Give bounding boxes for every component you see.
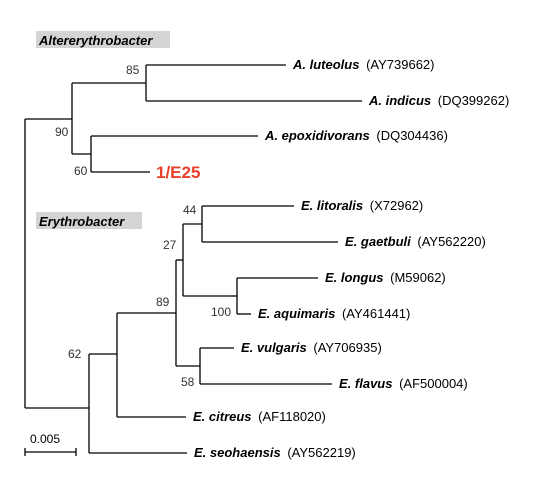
taxon-e-citreus: E. citreus (AF118020) bbox=[193, 409, 326, 424]
bootstrap-58: 58 bbox=[181, 375, 195, 389]
taxon-e-aquimaris: E. aquimaris (AY461441) bbox=[258, 306, 410, 321]
taxon-a-epoxidivorans: A. epoxidivorans (DQ304436) bbox=[264, 128, 448, 143]
taxon-1e25-highlight: 1/E25 bbox=[156, 163, 200, 182]
bootstrap-90: 90 bbox=[55, 125, 69, 139]
scale-bar-label: 0.005 bbox=[30, 432, 60, 446]
bootstrap-62: 62 bbox=[68, 347, 82, 361]
taxon-e-vulgaris: E. vulgaris (AY706935) bbox=[241, 340, 382, 355]
taxon-e-longus: E. longus (M59062) bbox=[325, 270, 446, 285]
erythrobacter-label-bg bbox=[36, 212, 142, 229]
taxon-e-gaetbuli: E. gaetbuli (AY562220) bbox=[345, 234, 486, 249]
bootstrap-60: 60 bbox=[74, 164, 88, 178]
bootstrap-89: 89 bbox=[156, 295, 170, 309]
scale-bar: 0.005 bbox=[24, 432, 77, 456]
altererythrobacter-label: Altererythrobacter bbox=[38, 33, 153, 48]
taxon-a-luteolus: A. luteolus (AY739662) bbox=[292, 57, 435, 72]
tree-branches bbox=[24, 64, 362, 454]
taxon-a-indicus: A. indicus (DQ399262) bbox=[368, 93, 509, 108]
bootstrap-44: 44 bbox=[183, 203, 197, 217]
taxon-e-seohaensis: E. seohaensis (AY562219) bbox=[194, 445, 356, 460]
bootstrap-27: 27 bbox=[163, 238, 177, 252]
altererythrobacter-label-bg bbox=[36, 31, 170, 48]
taxon-e-litoralis: E. litoralis (X72962) bbox=[301, 198, 423, 213]
bootstrap-85: 85 bbox=[126, 63, 140, 77]
taxon-e-flavus: E. flavus (AF500004) bbox=[339, 376, 468, 391]
bootstrap-100: 100 bbox=[211, 305, 231, 319]
erythrobacter-label: Erythrobacter bbox=[39, 214, 125, 229]
